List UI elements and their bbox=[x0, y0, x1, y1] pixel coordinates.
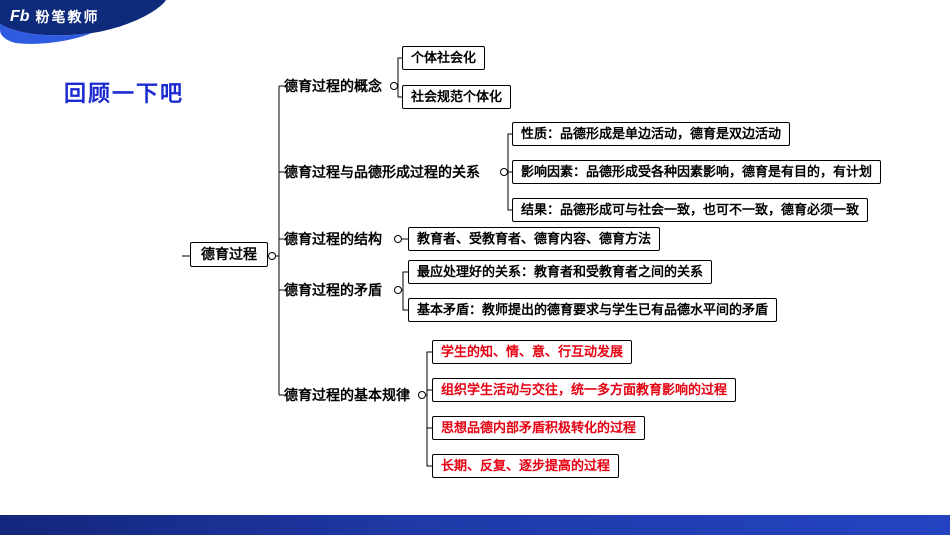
collapse-handle-icon bbox=[418, 391, 426, 399]
branch-label-basic-rules: 德育过程的基本规律 bbox=[284, 387, 410, 403]
branch-label-structure: 德育过程的结构 bbox=[284, 231, 382, 247]
branch-label-concept: 德育过程的概念 bbox=[284, 78, 382, 94]
brand-header: Fb 粉笔教师 bbox=[0, 0, 180, 50]
leaf-node: 影响因素：品德形成受各种因素影响，德育是有目的，有计划 bbox=[512, 160, 882, 184]
branch-label-contradiction: 德育过程的矛盾 bbox=[284, 282, 382, 298]
leaf-node: 最应处理好的关系：教育者和受教育者之间的关系 bbox=[408, 260, 713, 284]
leaf-node: 社会规范个体化 bbox=[402, 85, 512, 109]
mindmap-root-node: 德育过程 bbox=[190, 242, 268, 267]
collapse-handle-icon bbox=[268, 252, 276, 260]
fenbi-logo-icon: Fb bbox=[10, 8, 30, 25]
leaf-node: 性质：品德形成是单边活动，德育是双边活动 bbox=[512, 122, 791, 146]
brand-name: 粉笔教师 bbox=[35, 9, 100, 25]
collapse-handle-icon bbox=[390, 82, 398, 90]
leaf-node-highlighted: 思想品德内部矛盾积极转化的过程 bbox=[432, 416, 646, 440]
page-title: 回顾一下吧 bbox=[64, 81, 185, 106]
leaf-node: 教育者、受教育者、德育内容、德育方法 bbox=[408, 227, 661, 251]
footer-bar bbox=[0, 515, 950, 535]
collapse-handle-icon bbox=[500, 168, 508, 176]
branch-label-relation: 德育过程与品德形成过程的关系 bbox=[284, 164, 480, 180]
collapse-handle-icon bbox=[394, 235, 402, 243]
leaf-node-highlighted: 学生的知、情、意、行互动发展 bbox=[432, 340, 633, 364]
leaf-node: 结果：品德形成可与社会一致，也可不一致，德育必须一致 bbox=[512, 198, 869, 222]
header-wave-shape bbox=[0, 0, 166, 44]
leaf-node-highlighted: 组织学生活动与交往，统一多方面教育影响的过程 bbox=[432, 378, 737, 402]
collapse-handle-icon bbox=[394, 286, 402, 294]
brand-logo: Fb 粉笔教师 bbox=[10, 7, 100, 27]
leaf-node-highlighted: 长期、反复、逐步提高的过程 bbox=[432, 454, 620, 478]
leaf-node: 个体社会化 bbox=[402, 46, 486, 70]
leaf-node: 基本矛盾：教师提出的德育要求与学生已有品德水平间的矛盾 bbox=[408, 298, 778, 322]
